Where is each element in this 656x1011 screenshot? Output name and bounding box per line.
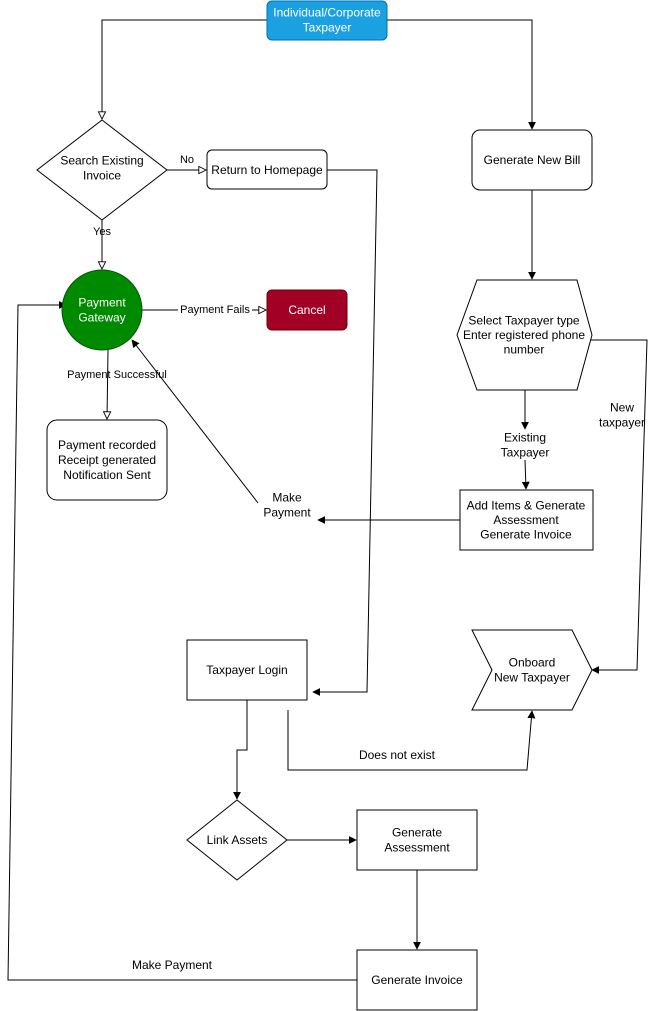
node-generate-invoice-line-1: Generate Invoice [371, 973, 463, 987]
node-taxpayer-line-1: Individual/Corporate [273, 6, 381, 20]
edge-label-new-taxpayer-line-1: New [610, 401, 634, 415]
node-link-assets-shape [186, 799, 288, 881]
node-generate-bill-shape [471, 129, 593, 191]
edge-gateway-to-recorded [107, 349, 108, 419]
node-add-items-line-1: Add Items & Generate [467, 499, 586, 513]
node-select-taxpayer-line-3: number [504, 343, 545, 357]
edge-label-make-payment-1-line-2: Payment [263, 506, 311, 520]
node-taxpayer-line-2: Taxpayer [303, 21, 352, 35]
edge-label-payment-fails-line-1: Payment Fails [180, 304, 250, 316]
node-select-taxpayer-shape [456, 279, 593, 391]
node-add-items-line-3: Generate Invoice [480, 528, 572, 542]
node-payment-recorded-line-2: Receipt generated [58, 453, 156, 467]
node-taxpayer-login-shape [186, 639, 308, 701]
node-search-invoice-line-1: Search Existing [60, 154, 143, 168]
edge-label-existing-taxpayer-line-2: Taxpayer [501, 446, 550, 460]
node-onboard-shape [471, 629, 593, 711]
edge-label-existing-taxpayer-line-1: Existing [504, 431, 546, 445]
node-onboard-line-1: Onboard [509, 656, 556, 670]
node-return-homepage-shape [206, 149, 328, 190]
edge-taxpayer-to-search [102, 19, 267, 119]
node-select-taxpayer-line-2: Enter registered phone [463, 328, 585, 342]
edge-label-yes-line-1: Yes [93, 226, 111, 238]
node-generate-bill-line-1: Generate New Bill [484, 153, 581, 167]
edge-label-make-payment-2-line-1: Make Payment [132, 958, 213, 972]
edge-select-to-add-items-bottom [521, 459, 530, 490]
node-generate-invoice-shape [356, 949, 478, 1011]
node-search-invoice-shape [36, 119, 168, 221]
node-cancel-line-1: Cancel [288, 303, 325, 317]
node-generate-assessment-line-2: Assessment [384, 841, 450, 855]
edge-make-payment-to-gateway [131, 339, 259, 504]
node-link-assets-line-1: Link Assets [207, 833, 268, 847]
node-search-invoice-line-2: Invoice [83, 169, 121, 183]
node-payment-recorded-line-1: Payment recorded [58, 438, 156, 452]
edge-return-to-login [312, 169, 378, 696]
edge-label-no-line-1: No [180, 154, 194, 166]
node-generate-assessment-shape [356, 809, 478, 871]
node-onboard-line-2: New Taxpayer [494, 671, 570, 685]
edge-login-to-link-assets [233, 700, 248, 800]
node-select-taxpayer-line-1: Select Taxpayer type [468, 314, 580, 328]
edge-label-make-payment-1-line-1: Make [272, 491, 302, 505]
node-payment-recorded-line-3: Notification Sent [63, 468, 151, 482]
edge-label-new-taxpayer-line-2: taxpayer [599, 416, 645, 430]
edge-login-to-onboard [287, 710, 536, 771]
edge-invoice-to-gateway [7, 301, 357, 981]
node-taxpayer-login-line-1: Taxpayer Login [206, 663, 287, 677]
node-return-homepage-line-1: Return to Homepage [211, 163, 323, 177]
node-payment-gateway-line-1: Payment [78, 296, 126, 310]
edge-taxpayer-to-generate-bill [387, 19, 536, 130]
node-payment-gateway-shape [61, 269, 143, 351]
node-payment-recorded-shape [46, 419, 168, 501]
edge-label-payment-successful-line-1: Payment Successful [67, 369, 167, 381]
node-payment-gateway-line-2: Gateway [78, 311, 125, 325]
edge-label-does-not-exist-line-1: Does not exist [359, 748, 436, 762]
node-taxpayer-shape [266, 0, 388, 41]
node-cancel-shape [266, 289, 348, 331]
edge-select-to-onboard [590, 339, 648, 674]
node-generate-assessment-line-1: Generate [392, 826, 442, 840]
node-add-items-shape [459, 489, 594, 551]
node-add-items-line-2: Assessment [493, 513, 559, 527]
